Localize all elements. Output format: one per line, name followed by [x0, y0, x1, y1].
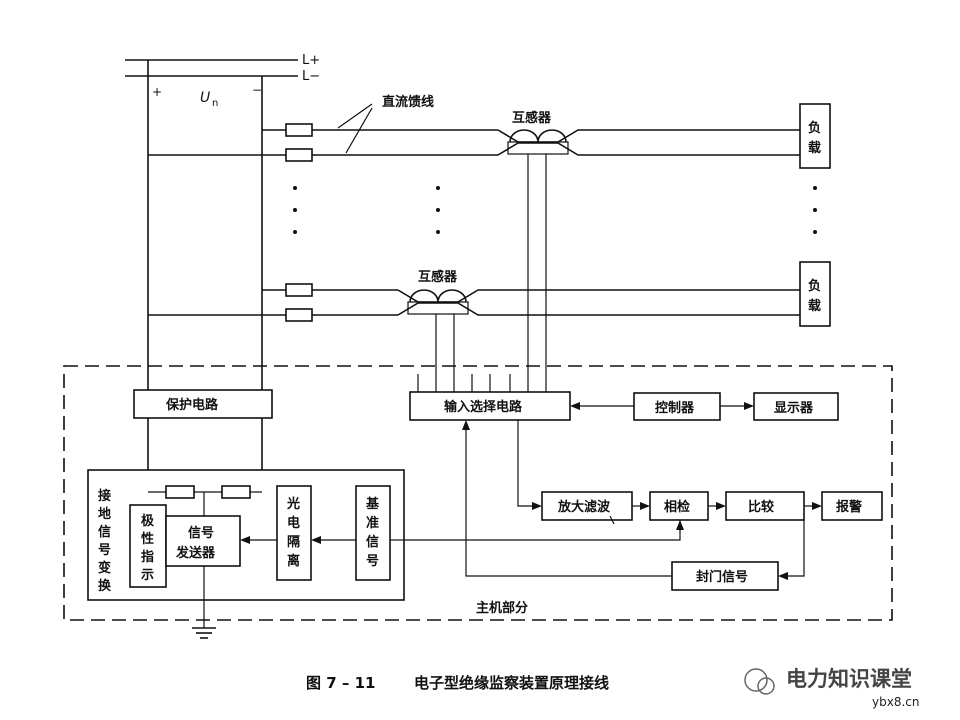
- amp-filter-label: 放大滤波: [557, 499, 611, 515]
- arrow-to-display: [744, 402, 754, 410]
- voltage-subscript: n: [212, 98, 218, 109]
- feeder2-line-b: [497, 142, 800, 156]
- arrow-to-opto: [311, 536, 321, 544]
- protection-circuit-label: 保护电路: [165, 397, 219, 413]
- alarm-block: [821, 491, 883, 521]
- feeder-leader-2: [345, 107, 373, 154]
- upper-transformer-label: 互感器: [512, 110, 552, 126]
- bus-negative-label: L−: [302, 69, 320, 84]
- opto-isolation-block: [276, 485, 312, 581]
- ground-symbol-icon: [192, 566, 216, 639]
- arrow-ref-to-phase: [676, 520, 684, 530]
- reference-char-4: 号: [366, 554, 379, 569]
- figure-number: 图 7 – 11: [306, 674, 375, 692]
- upper-transformer-core: [507, 141, 569, 155]
- watermark-brand: 电力知识课堂: [786, 667, 912, 691]
- fuse-4: [285, 308, 313, 322]
- arrow-to-phase: [640, 502, 650, 510]
- host-label: 主机部分: [476, 600, 528, 616]
- ellipsis-dots: [293, 186, 817, 234]
- polarity-char-1: 极: [141, 513, 155, 529]
- lower-load-char-1: 负: [808, 278, 821, 294]
- ground-conv-char-5: 变: [98, 560, 111, 576]
- upper-transformer-coil: [509, 129, 567, 143]
- opto-char-2: 电: [287, 515, 300, 531]
- reference-char-2: 准: [366, 515, 379, 531]
- opto-char-3: 隔: [287, 534, 300, 550]
- amp-tick-mark: [609, 515, 615, 525]
- figure-title: 电子型绝缘监察装置原理接线: [414, 674, 609, 692]
- fuse-2: [285, 148, 313, 162]
- arrow-to-amp: [532, 502, 542, 510]
- feeder-label: 直流馈线: [382, 94, 434, 110]
- arrow-to-alarm: [812, 502, 822, 510]
- lower-load-char-2: 载: [808, 298, 821, 314]
- input-select-label: 输入选择电路: [444, 399, 523, 415]
- lower-load-box: [799, 261, 831, 327]
- protection-circuit-block: [133, 389, 273, 419]
- ground-conv-char-1: 接: [98, 488, 111, 504]
- reference-feed-line: [402, 520, 681, 541]
- feeder4-line-b: [397, 302, 800, 316]
- bus-positive-label: L+: [302, 53, 320, 68]
- reference-char-1: 基: [365, 496, 380, 512]
- ground-conv-char-3: 信: [98, 524, 111, 540]
- upper-load-char-2: 载: [808, 140, 821, 156]
- arrow-to-compare: [716, 502, 726, 510]
- arrow-to-gate: [778, 572, 788, 580]
- signal-sender-line-1: 信号: [188, 525, 214, 541]
- upper-load-char-1: 负: [808, 120, 821, 136]
- lower-transformer-core: [407, 301, 469, 315]
- polarity-indicator-block: [129, 504, 167, 588]
- feeder-leader-1: [337, 103, 373, 129]
- arrow-to-sender: [240, 536, 250, 544]
- amp-filter-block: [541, 491, 633, 521]
- display-block: [753, 392, 839, 421]
- watermark-site: ybx8.cn: [872, 695, 919, 709]
- phase-detect-block: [649, 491, 709, 521]
- transformer-leads: [417, 154, 547, 392]
- opto-char-1: 光: [286, 496, 300, 512]
- ground-conversion-vertical-label: 接 地 信 号 变 换: [98, 488, 112, 594]
- fuse-3: [285, 283, 313, 297]
- display-label: 显示器: [774, 401, 814, 416]
- compare-to-gate-line: [786, 520, 805, 577]
- resistor-a: [165, 485, 195, 499]
- fuse-1: [285, 123, 313, 137]
- signal-sender-line-2: 发送器: [175, 545, 216, 561]
- gate-signal-label: 封门信号: [696, 569, 748, 585]
- arrow-gate-to-input: [462, 420, 470, 430]
- input-to-amp-line: [517, 420, 534, 507]
- polarity-char-4: 示: [141, 568, 154, 583]
- opto-char-4: 离: [287, 553, 300, 569]
- lower-transformer-label: 互感器: [418, 269, 458, 285]
- reference-char-3: 信: [366, 534, 379, 550]
- minus-sign: −: [252, 83, 262, 97]
- controller-label: 控制器: [655, 400, 695, 416]
- resistor-b: [221, 485, 251, 499]
- polarity-char-3: 指: [141, 549, 154, 565]
- plus-sign: +: [152, 85, 162, 99]
- signal-sender-block: [165, 515, 241, 567]
- alarm-label: 报警: [836, 499, 862, 515]
- reference-signal-block: [355, 485, 391, 581]
- ground-conv-char-2: 地: [98, 506, 111, 522]
- arrow-to-input-select: [570, 402, 580, 410]
- phase-detect-label: 相检: [664, 499, 690, 515]
- polarity-char-2: 性: [141, 531, 154, 547]
- watermark-logo-icon: [744, 668, 775, 695]
- ground-conv-char-6: 换: [98, 578, 112, 594]
- ground-conv-char-4: 号: [98, 543, 111, 558]
- controller-block: [633, 392, 721, 421]
- input-select-block: [409, 391, 571, 421]
- upper-load-box: [799, 103, 831, 169]
- voltage-symbol: U: [200, 90, 210, 106]
- host-boundary: [63, 365, 893, 621]
- compare-label: 比较: [748, 499, 774, 515]
- gate-to-input-line: [465, 428, 672, 577]
- lower-transformer-coil: [409, 289, 467, 303]
